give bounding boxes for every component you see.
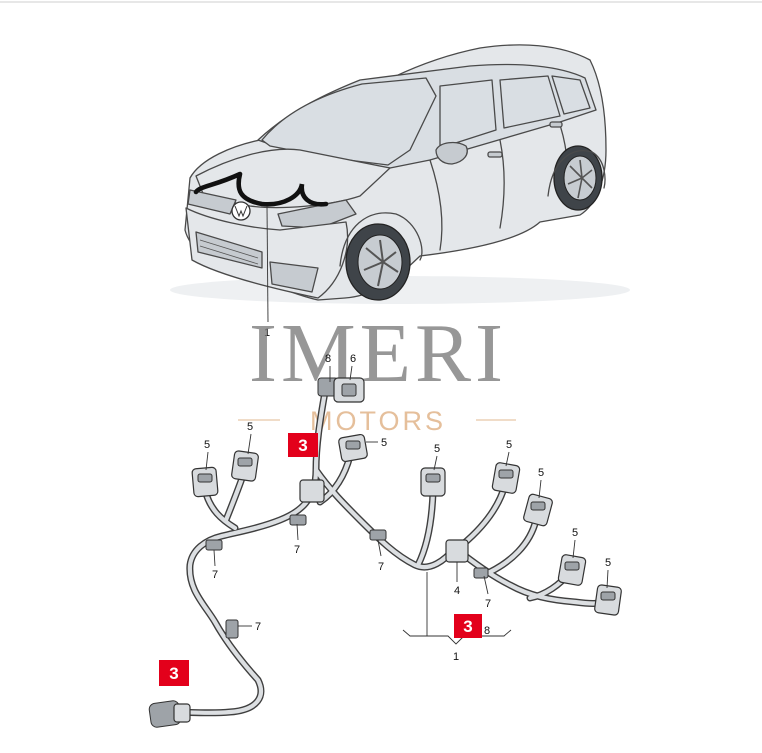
wiring-harness: [148, 377, 622, 728]
label-connector-5-c: 5: [381, 437, 387, 449]
connector-5-f: [523, 493, 553, 527]
label-group-1: 1: [453, 651, 459, 663]
label-connector-5-g: 5: [572, 527, 578, 539]
clip-7-a: [289, 514, 307, 526]
clip-7-b: [205, 539, 223, 551]
label-connector-top: 8: [325, 353, 331, 365]
label-connector-top-b: 6: [350, 353, 356, 365]
label-connector-5-b: 5: [247, 421, 253, 433]
label-connector-5-h: 5: [605, 557, 611, 569]
connector-5-e: [491, 462, 521, 494]
label-connector-5-d: 5: [434, 443, 440, 455]
svg-text:3: 3: [298, 436, 307, 455]
connector-5-g: [557, 554, 587, 586]
label-connector-5-a: 5: [204, 439, 210, 451]
label-junction-4: 4: [454, 585, 460, 597]
watermark: IMERI MOTORS: [238, 307, 516, 436]
junction-upper: [299, 479, 325, 503]
connector-5-b: [231, 450, 259, 482]
watermark-brand: IMERI: [249, 307, 507, 400]
label-clip-7-c: 7: [378, 561, 384, 573]
clip-7-e: [473, 567, 489, 579]
junction-4: [445, 539, 469, 563]
label-group-8: 8: [484, 625, 490, 637]
label-clip-7-b: 7: [212, 569, 218, 581]
label-connector-5-f: 5: [538, 467, 544, 479]
clip-7-d: [225, 619, 239, 639]
label-clip-7-a: 7: [294, 544, 300, 556]
badge-upper: 3: [288, 433, 318, 457]
connector-5-a: [191, 466, 219, 498]
label-car-harness: 1: [264, 327, 270, 339]
label-connector-5-e: 5: [506, 439, 512, 451]
svg-text:3: 3: [463, 617, 472, 636]
label-clip-7-d: 7: [255, 621, 261, 633]
badge-lower-left: 3: [159, 660, 189, 686]
car-illustration: [170, 44, 630, 323]
connector-end-left: [148, 700, 191, 728]
leader-lines: [205, 365, 609, 645]
connector-5-c: [338, 433, 368, 463]
clip-7-c: [369, 529, 387, 541]
connector-5-d: [420, 467, 446, 497]
connector-5-h: [594, 584, 622, 616]
badge-lower-right: 3: [454, 614, 482, 638]
car-harness-highlight: [193, 171, 329, 207]
watermark-sub: MOTORS: [310, 406, 446, 436]
svg-text:3: 3: [169, 664, 178, 683]
label-clip-7-e: 7: [485, 598, 491, 610]
